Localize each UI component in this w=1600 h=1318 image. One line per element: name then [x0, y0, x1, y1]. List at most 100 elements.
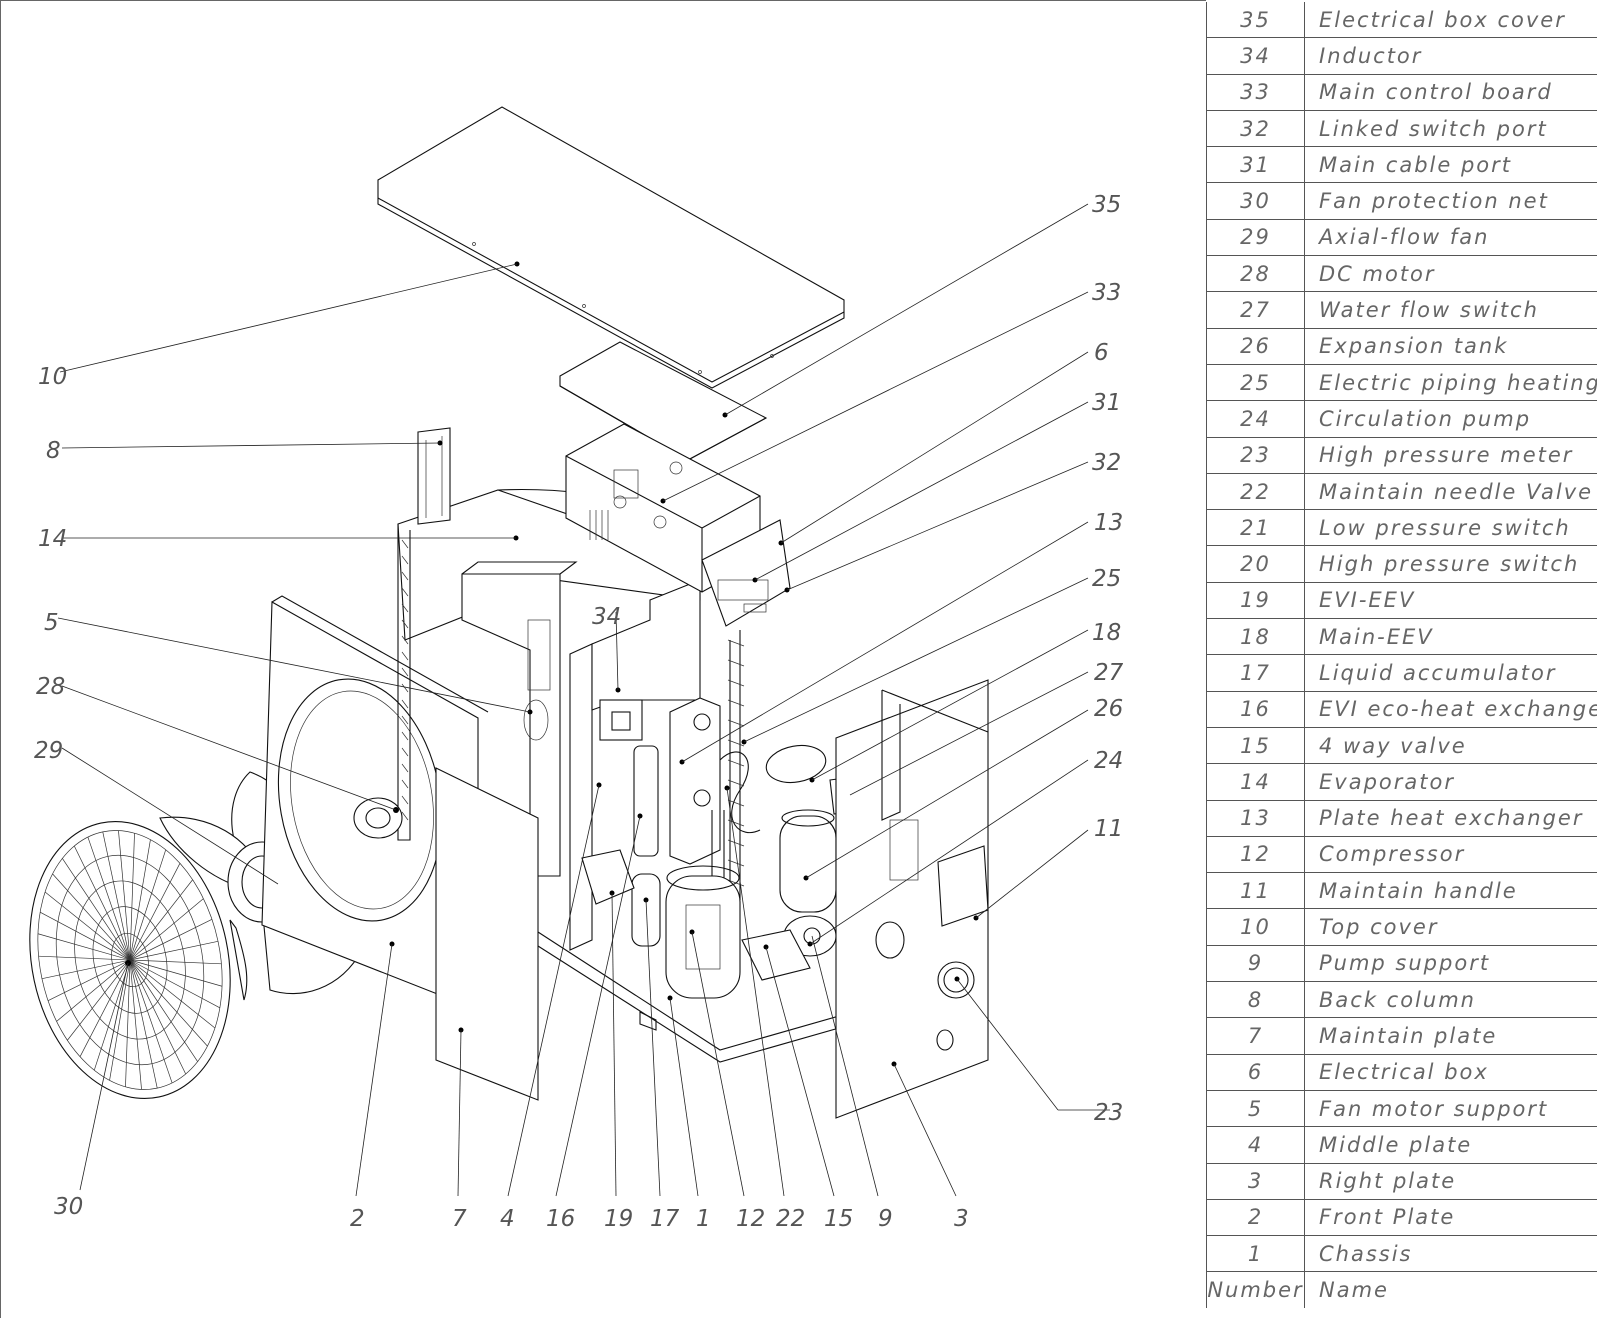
part-name: Fan protection net [1304, 182, 1597, 220]
callout-24: 24 [1094, 748, 1123, 774]
piping [711, 630, 761, 900]
part-name: Plate heat exchanger [1304, 800, 1597, 837]
net-spoke [41, 959, 131, 980]
net-spoke [37, 933, 131, 961]
part-number: 21 [1206, 509, 1305, 547]
callout-8: 8 [46, 438, 61, 464]
part-number: 28 [1206, 255, 1305, 293]
callout-10: 10 [38, 364, 67, 390]
callout-33: 33 [1092, 280, 1121, 306]
leader-lines [57, 203, 1110, 1197]
part-name: Liquid accumulator [1304, 654, 1597, 692]
part-number: 5 [1206, 1090, 1305, 1128]
callout-14: 14 [38, 526, 67, 552]
part-number: 7 [1206, 1017, 1305, 1055]
part-number: 19 [1206, 582, 1305, 620]
evi-eco-heat-exchanger [633, 745, 659, 857]
part-number: 34 [1206, 37, 1305, 75]
net-spoke [129, 839, 151, 961]
part-number: 32 [1206, 110, 1305, 148]
net-spoke [129, 959, 198, 1062]
part-name: Compressor [1304, 836, 1597, 874]
part-number: 12 [1206, 836, 1305, 874]
callout-bottom-19: 19 [604, 1206, 633, 1232]
net-spoke [52, 873, 131, 961]
part-name: Main cable port [1304, 146, 1597, 184]
part-name: Top cover [1304, 908, 1597, 946]
callout-18: 18 [1092, 620, 1121, 646]
part-number: 3 [1206, 1163, 1305, 1200]
callout-25: 25 [1092, 566, 1121, 592]
part-name: Circulation pump [1304, 400, 1597, 438]
compressor [665, 865, 741, 999]
part-number: 26 [1206, 328, 1305, 365]
net-spoke [129, 959, 208, 1047]
callout-bottom-16: 16 [546, 1206, 575, 1232]
part-number: 33 [1206, 74, 1305, 111]
part-number: 20 [1206, 545, 1305, 583]
part-name: Front Plate [1304, 1199, 1597, 1237]
callout-bottom-17: 17 [650, 1206, 680, 1232]
callout-35: 35 [1092, 192, 1121, 218]
net-spoke [129, 898, 204, 961]
net-spoke [129, 959, 223, 987]
net-spoke [62, 858, 131, 961]
part-name: High pressure switch [1304, 545, 1597, 583]
callout-5: 5 [44, 610, 59, 636]
net-spoke [118, 830, 131, 961]
net-spoke [102, 831, 131, 961]
pump-support [741, 929, 811, 981]
callout-29: 29 [34, 738, 63, 764]
net-spoke [129, 959, 142, 1090]
part-name: 4 way valve [1304, 727, 1597, 765]
net-spoke [56, 959, 131, 1022]
part-number: 23 [1206, 437, 1305, 474]
callout-27: 27 [1094, 660, 1124, 686]
expansion-tank [779, 809, 837, 913]
net-spoke [129, 959, 158, 1089]
net-spoke [129, 959, 173, 1084]
callout-13: 13 [1094, 510, 1123, 536]
part-name: Electrical box cover [1304, 2, 1597, 39]
net-spoke [87, 836, 131, 961]
part-name: Low pressure switch [1304, 509, 1597, 547]
part-name: DC motor [1304, 255, 1597, 293]
net-spoke [129, 919, 213, 961]
part-name: Pump support [1304, 945, 1597, 983]
callout-bottom-15: 15 [824, 1206, 853, 1232]
right-plate [835, 679, 989, 1119]
net-spoke [39, 911, 131, 961]
callout-11: 11 [1094, 816, 1123, 842]
part-number: 35 [1206, 2, 1305, 39]
part-number: 13 [1206, 800, 1305, 837]
part-number: 25 [1206, 364, 1305, 402]
callout-bottom-2: 2 [350, 1206, 365, 1232]
part-name: Maintain needle Valve [1304, 473, 1597, 511]
part-name: Electrical box [1304, 1054, 1597, 1091]
part-number: 14 [1206, 763, 1305, 801]
callout-34: 34 [592, 604, 621, 630]
net-spoke [125, 959, 131, 1087]
net-spoke [47, 959, 131, 1001]
callout-bottom-12: 12 [736, 1206, 765, 1232]
maintain-handle [937, 845, 989, 927]
callout-26: 26 [1094, 696, 1123, 722]
part-name: Fan motor support [1304, 1090, 1597, 1128]
net-spoke [129, 959, 221, 1009]
